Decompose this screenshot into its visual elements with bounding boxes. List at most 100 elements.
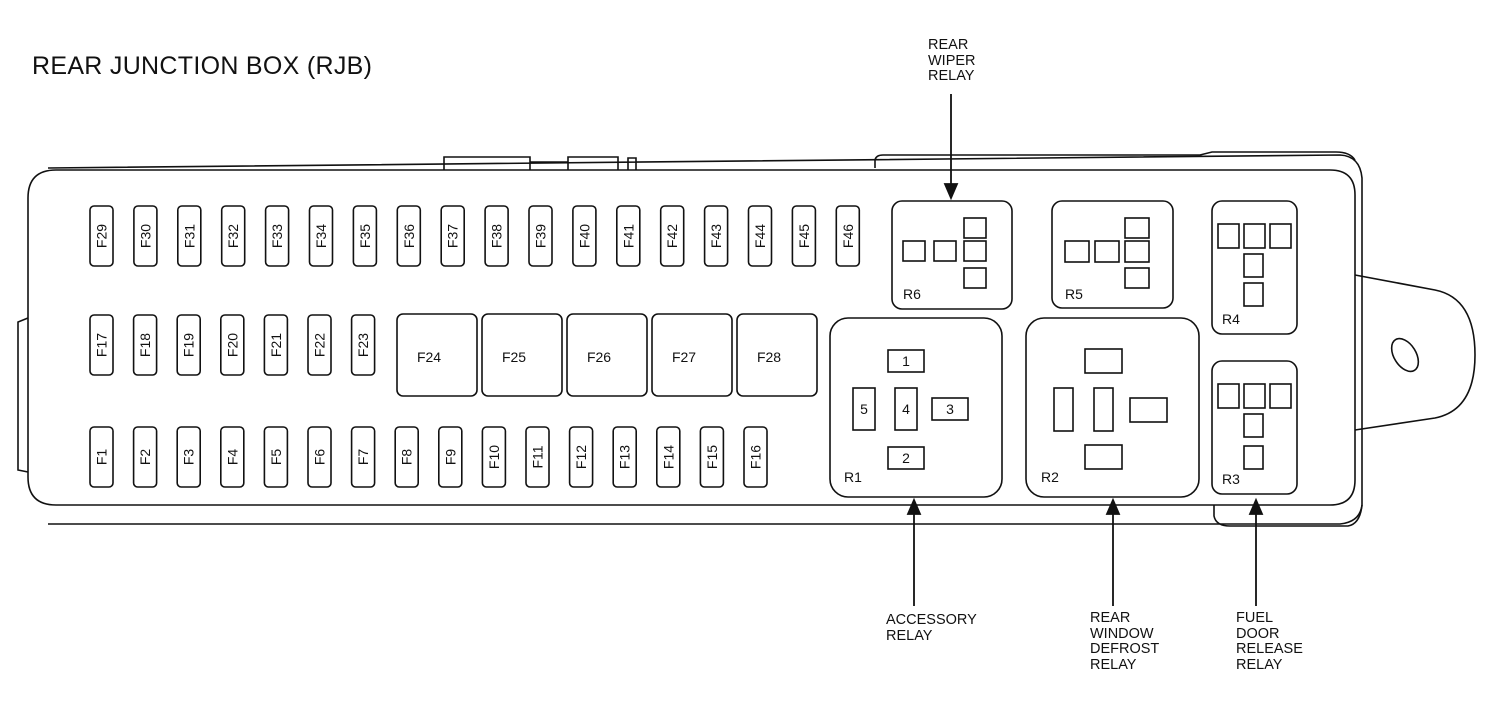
fuse-label: F30 <box>137 224 153 248</box>
fuse-body <box>396 313 478 397</box>
fuse-f26: F26 <box>566 313 648 397</box>
housing-top-tab <box>874 151 1356 168</box>
fuse-label: F19 <box>181 333 197 357</box>
fuse-label: F43 <box>708 224 724 248</box>
fuse-body <box>350 314 376 376</box>
fuse-body <box>743 426 768 488</box>
relay-pin <box>1093 387 1114 432</box>
fuse-f9: F9 <box>437 426 463 488</box>
fuse-f10: F10 <box>481 426 507 488</box>
fuse-f32: F32 <box>220 205 246 267</box>
top-connector-d <box>627 157 637 170</box>
relay-label: R3 <box>1222 471 1240 487</box>
relay-body <box>1025 317 1200 498</box>
callout-accessory-relay: ACCESSORY RELAY <box>886 612 977 644</box>
fuse-label: F46 <box>840 224 856 248</box>
fuse-f25: F25 <box>481 313 563 397</box>
fuse-f31: F31 <box>177 205 202 267</box>
fuse-label: F8 <box>399 449 415 466</box>
fuse-body <box>835 205 861 267</box>
fuse-label: F21 <box>268 333 284 357</box>
fuse-label: F32 <box>225 224 241 248</box>
fuse-body <box>394 426 420 488</box>
fuse-label: F7 <box>355 449 371 466</box>
fuse-label: F37 <box>445 224 461 248</box>
fuse-label: F31 <box>181 224 197 248</box>
fuse-f30: F30 <box>133 205 158 267</box>
arrow-accessory-head <box>906 497 922 515</box>
fuse-f37: F37 <box>440 205 466 267</box>
fuse-f1: F1 <box>89 426 114 488</box>
relay-pin <box>1243 383 1266 409</box>
relay-r6: R6 <box>891 200 1013 310</box>
fuse-label: F29 <box>94 224 110 248</box>
fuse-label: F1 <box>94 449 110 466</box>
callout-fuel-door-release-relay: FUEL DOOR RELEASE RELAY <box>1236 610 1303 673</box>
fuse-label: F20 <box>224 333 240 357</box>
fuse-f34: F34 <box>308 205 334 267</box>
fuse-body <box>263 314 289 376</box>
relay-pin <box>1269 223 1292 249</box>
relay-pin <box>1053 387 1074 432</box>
r1-pin-5 <box>852 387 876 431</box>
fuse-f43: F43 <box>703 205 729 267</box>
fuse-label: F18 <box>137 333 153 357</box>
fuse-label: F25 <box>502 349 526 365</box>
relay-pin <box>1243 445 1264 470</box>
housing-back-outline <box>47 154 1363 525</box>
fuse-body <box>699 426 725 488</box>
relay-pin <box>1124 267 1150 289</box>
mounting-hole <box>1390 337 1420 373</box>
relay-pin <box>902 240 926 262</box>
fuse-body <box>176 426 201 488</box>
fuse-label: F36 <box>401 224 417 248</box>
fuse-f27: F27 <box>651 313 733 397</box>
fuse-label: F44 <box>752 224 768 248</box>
fuse-f21: F21 <box>263 314 289 376</box>
fuse-body <box>220 205 246 267</box>
fuse-body <box>481 313 563 397</box>
fuse-label: F40 <box>576 224 592 248</box>
fuse-body <box>568 426 594 488</box>
r1-pin-3 <box>931 397 969 421</box>
fuse-body <box>703 205 729 267</box>
fuse-label: F27 <box>672 349 696 365</box>
fuse-label: F11 <box>530 445 546 468</box>
arrow-rear-wiper-head <box>943 183 959 201</box>
fuse-f44: F44 <box>747 205 773 267</box>
relay-body <box>891 200 1013 310</box>
fuse-body <box>132 426 158 488</box>
fuse-label: F22 <box>312 333 328 357</box>
relay-pin <box>1217 223 1240 249</box>
fuse-f36: F36 <box>396 205 422 267</box>
fuse-f33: F33 <box>264 205 290 267</box>
r1-pin-4 <box>894 387 918 431</box>
fuse-label: F2 <box>137 449 153 466</box>
fuse-label: F16 <box>748 445 764 469</box>
fuse-body <box>528 205 553 267</box>
fuse-body <box>440 205 466 267</box>
fuse-label: F24 <box>417 349 441 365</box>
fuse-f39: F39 <box>528 205 553 267</box>
relay-r2: R2 <box>1025 317 1200 498</box>
fuse-f13: F13 <box>612 426 638 488</box>
relay-pin <box>1124 217 1150 239</box>
fuse-body <box>350 426 376 488</box>
fuse-label: F28 <box>757 349 781 365</box>
r1-pin-label: 5 <box>860 401 868 417</box>
r1-pin-1 <box>887 349 925 373</box>
fuse-label: F33 <box>269 224 285 248</box>
housing-outline <box>27 169 1356 506</box>
fuse-body <box>396 205 422 267</box>
callout-rear-window-defrost-relay: REAR WINDOW DEFROST RELAY <box>1090 610 1160 673</box>
relay-pin <box>963 217 987 239</box>
fuse-f40: F40 <box>572 205 597 267</box>
fuse-body <box>220 314 245 376</box>
relay-r3: R3 <box>1211 360 1298 495</box>
relay-pin <box>1243 253 1264 278</box>
housing-left-edge <box>17 317 29 473</box>
relay-pin <box>1243 413 1264 438</box>
relay-label: R2 <box>1041 469 1059 485</box>
relay-label: R1 <box>844 469 862 485</box>
